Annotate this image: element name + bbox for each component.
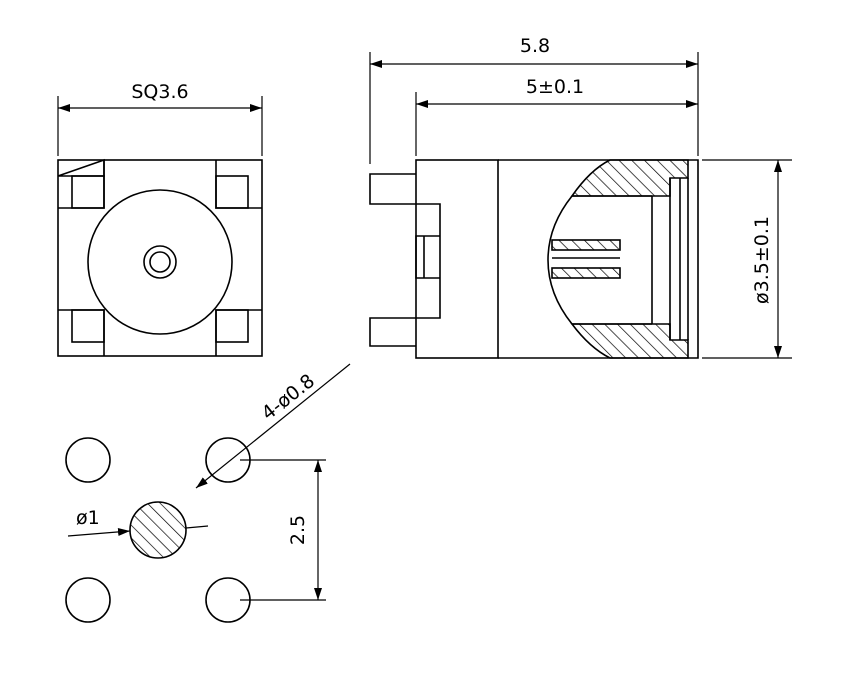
- side-view: 5.8 5±0.1: [369, 35, 792, 359]
- sleeve-section-bottom: [570, 323, 689, 359]
- dielectric-circle: [87, 189, 233, 335]
- housing-outline: [57, 159, 263, 357]
- body-length-label: 5±0.1: [526, 76, 584, 98]
- center-contact: [551, 239, 621, 279]
- sleeve-section-top: [570, 159, 689, 197]
- overall-length-label: 5.8: [520, 35, 550, 57]
- overall-length-dimension: 5.8: [369, 35, 699, 164]
- hole-spacing-label: 2.5: [287, 515, 309, 545]
- center-pin-outer: [143, 245, 177, 279]
- barrel-outline: [498, 159, 699, 359]
- center-hole-label: ø1: [76, 507, 100, 529]
- center-hole-leader: ø1: [67, 507, 209, 537]
- body-diameter-dimension: ø3.5±0.1: [702, 159, 792, 359]
- mount-hole-bl: [65, 577, 111, 623]
- center-hole: [129, 501, 187, 559]
- terminals: [369, 173, 441, 347]
- center-pin-inner: [149, 251, 171, 273]
- front-view: SQ3.6: [57, 81, 263, 357]
- hole-spacing-dimension: 2.5: [240, 459, 326, 601]
- housing-flange: [415, 159, 499, 359]
- pcb-footprint: 4-ø0.8 ø1 2.5: [65, 363, 351, 623]
- body-diameter-label: ø3.5±0.1: [751, 216, 773, 304]
- square-size-label: SQ3.6: [131, 81, 188, 103]
- hole-spec-leader: 4-ø0.8: [195, 363, 351, 489]
- inner-bore-curve: [547, 195, 573, 325]
- body-length-dimension: 5±0.1: [415, 76, 698, 156]
- corner-pads: [57, 158, 262, 356]
- hole-spec-label: 4-ø0.8: [258, 370, 319, 425]
- square-size-dimension: SQ3.6: [57, 81, 263, 156]
- mount-hole-tl: [65, 437, 111, 483]
